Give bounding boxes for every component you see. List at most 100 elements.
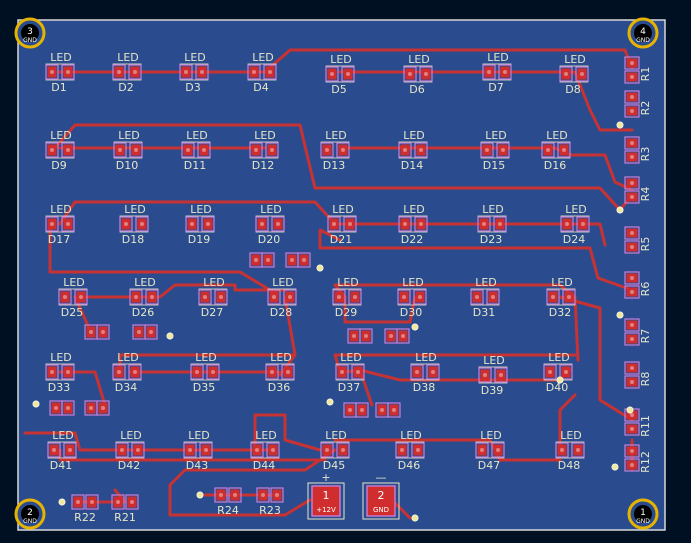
smd-footprint[interactable]: [49, 400, 110, 416]
smd-footprint[interactable]: [343, 402, 401, 418]
resistor-r22[interactable]: R22: [71, 494, 99, 524]
resistor-r12[interactable]: R12: [624, 444, 652, 473]
led-type-label: LED: [546, 129, 568, 142]
resistor-r1[interactable]: R1: [624, 56, 652, 84]
connector-pin-number: 1: [323, 489, 330, 502]
resistor-r8[interactable]: R8: [624, 361, 652, 389]
led-type-label: LED: [483, 354, 505, 367]
led-pad-1-outline: [555, 442, 569, 458]
smd-footprint[interactable]: [249, 252, 311, 268]
led-reference-label: D6: [409, 83, 424, 96]
mounting-hole-drill: [21, 505, 39, 523]
connector-pin-1[interactable]: [311, 485, 341, 517]
led-pad-2-center: [498, 222, 502, 226]
led-reference-label: D31: [473, 306, 495, 319]
resistor-pad-2-center: [630, 427, 634, 431]
resistor-r11[interactable]: R11: [624, 408, 652, 437]
led-pad-2-outline: [61, 364, 75, 380]
resistor-r2[interactable]: R2: [624, 90, 652, 118]
led-pad-1-outline: [398, 142, 412, 158]
smd-pad-outline: [261, 252, 275, 268]
resistor-pad-1-center: [76, 500, 80, 504]
led-pad-2-center: [79, 295, 83, 299]
led-pad-2-outline: [496, 142, 510, 158]
smd-footprint[interactable]: [84, 324, 158, 340]
led-pad-1-center: [254, 148, 258, 152]
smd-footprint[interactable]: [347, 328, 410, 344]
connector-pin-2[interactable]: [366, 485, 396, 517]
led-pad-1-outline: [559, 66, 573, 82]
led-pad-1-outline: [45, 364, 59, 380]
led-reference-label: D3: [185, 81, 200, 94]
led-pad-1-outline: [181, 142, 195, 158]
resistor-r23[interactable]: R23: [256, 487, 284, 517]
led-pad-2-center: [416, 448, 420, 452]
resistor-r24[interactable]: R24: [214, 487, 242, 517]
resistor-r4[interactable]: R4: [624, 176, 652, 204]
led-reference-label: D25: [61, 306, 83, 319]
resistor-r5[interactable]: R5: [624, 226, 652, 254]
resistor-r21[interactable]: R21: [111, 494, 139, 524]
led-pad-2-outline: [336, 142, 350, 158]
resistor-r3[interactable]: R3: [624, 136, 652, 164]
led-pad-1-center: [483, 373, 487, 377]
resistor-r7[interactable]: R7: [624, 318, 652, 346]
led-pad-1-outline: [470, 289, 484, 305]
resistor-r6[interactable]: R6: [624, 271, 652, 299]
